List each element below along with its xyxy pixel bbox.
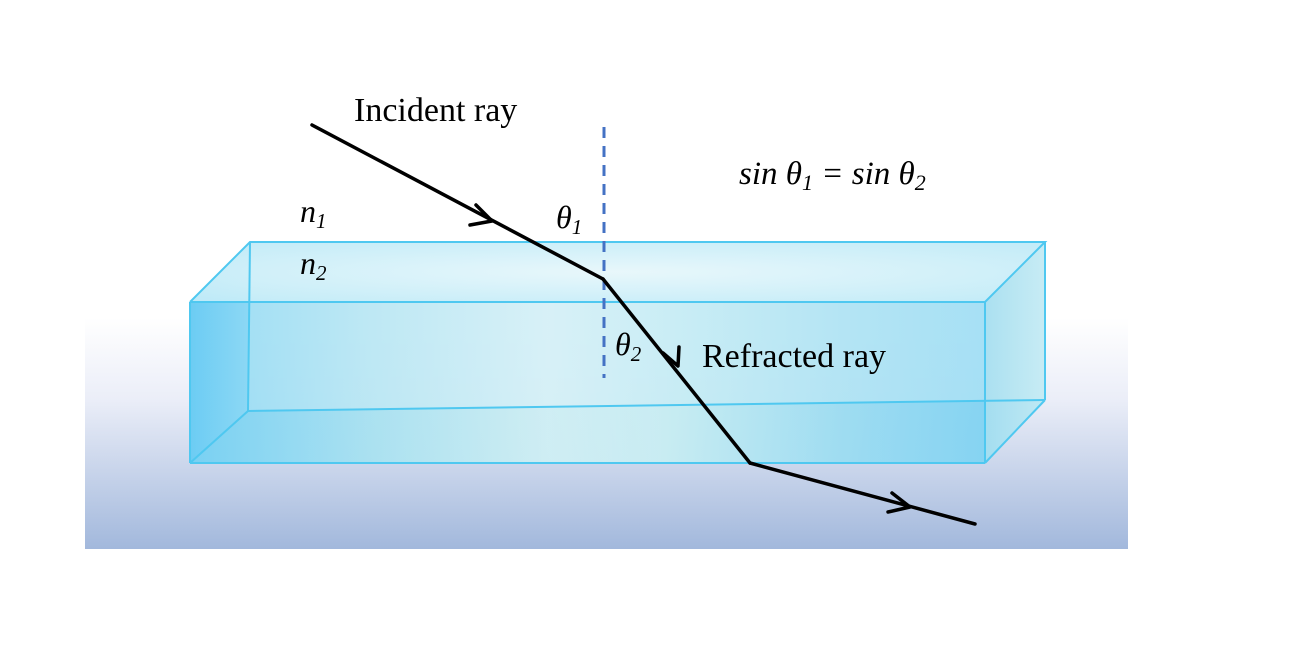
refracted-ray-line	[601, 277, 752, 465]
refracted-ray-label: Refracted ray	[702, 338, 886, 375]
glass-slab	[189, 241, 1048, 464]
theta2-label: θ2	[615, 326, 642, 366]
emergent-arrowhead	[886, 491, 912, 514]
slab-edges	[189, 241, 1048, 464]
snell-equation: sin θ1 = sin θ2	[739, 156, 926, 195]
incident-ray-label: Incident ray	[354, 92, 517, 129]
slab-front-face	[190, 302, 985, 463]
light-ray	[310, 123, 977, 526]
refracted-arrowhead	[661, 345, 681, 368]
slab-right-face	[985, 242, 1045, 463]
incident-arrowhead	[468, 203, 494, 227]
n1-label: n1	[300, 193, 327, 233]
slab-top-face	[190, 242, 1045, 302]
incident-ray-line	[310, 123, 605, 281]
n2-label: n2	[300, 245, 327, 285]
emergent-ray-line	[748, 461, 977, 526]
theta1-label: θ1	[556, 199, 582, 239]
